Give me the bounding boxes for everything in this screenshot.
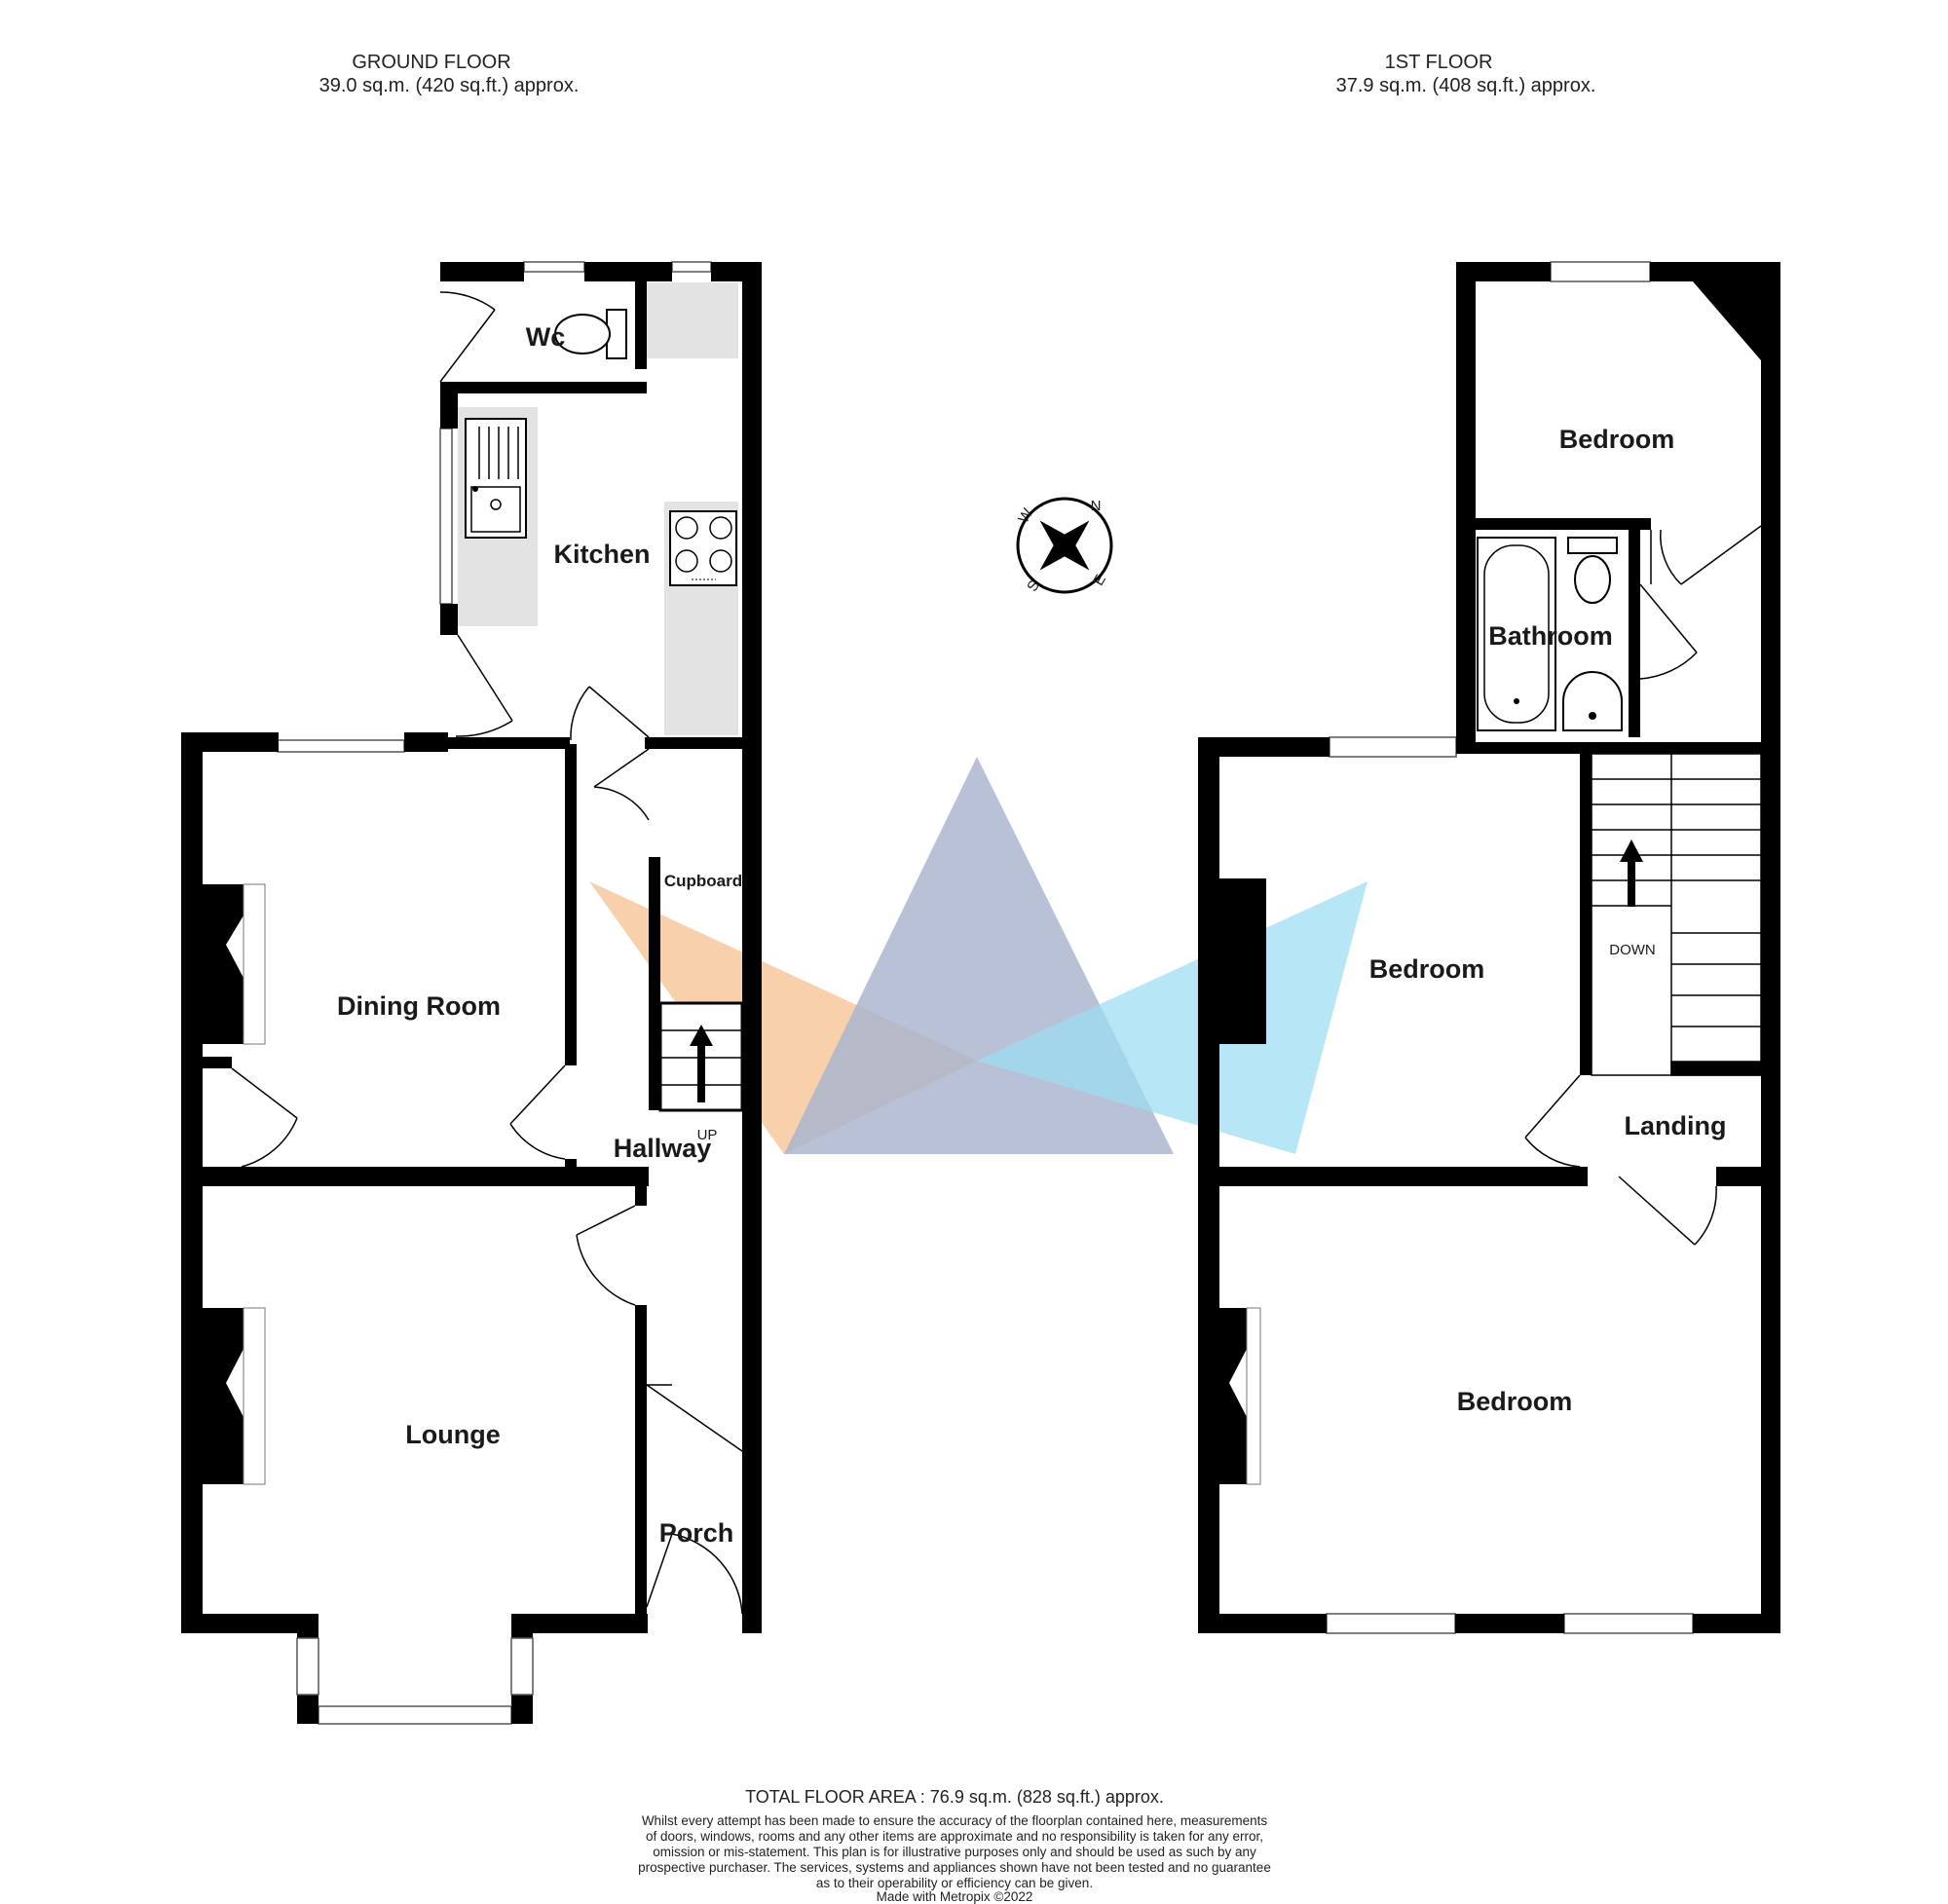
room-label-hallway: Hallway [614, 1134, 712, 1163]
bay-window-left [296, 1637, 319, 1696]
room-label-wc: Wc [526, 322, 566, 352]
disclaimer-line: as to their operability or efficiency ca… [816, 1876, 1093, 1890]
toilet-icon [554, 309, 627, 359]
toilet-icon [1567, 537, 1618, 604]
bay-window-front [318, 1705, 512, 1725]
first-floor-walls [1198, 262, 1780, 1633]
wc-window [523, 261, 585, 273]
stairs-up [658, 1001, 744, 1112]
disclaimer-line: prospective purchaser. The services, sys… [638, 1860, 1271, 1875]
ground-floor-doors [231, 291, 743, 1615]
disclaimer-line: Made with Metropix ©2022 [877, 1889, 1033, 1904]
compass-icon: N E S W [1015, 497, 1113, 594]
room-label-bedroom-front: Bedroom [1457, 1387, 1573, 1416]
kitchen-top-window [671, 261, 712, 273]
stairs-down-label: DOWN [1609, 942, 1656, 958]
room-label-kitchen: Kitchen [553, 540, 650, 569]
stairs-up-label: UP [697, 1127, 718, 1143]
ground-floor-area: 39.0 sq.m. (420 sq.ft.) approx. [319, 75, 580, 96]
kitchen-store [645, 282, 738, 358]
total-floor-area: TOTAL FLOOR AREA : 76.9 sq.m. (828 sq.ft… [745, 1787, 1164, 1807]
room-label-lounge: Lounge [405, 1420, 500, 1449]
room-label-landing: Landing [1625, 1111, 1727, 1140]
ground-floor-title: GROUND FLOOR [352, 52, 510, 73]
first-floor-plan: Bedroom Bathroom Bedroom DOWN Landing Be… [1198, 261, 1780, 1634]
room-label-cupboard: Cupboard [664, 872, 742, 890]
room-label-dining: Dining Room [337, 991, 501, 1021]
stairs-down [1591, 753, 1762, 1076]
sink-icon [465, 418, 527, 539]
disclaimer-line: of doors, windows, rooms and any other i… [646, 1829, 1263, 1844]
front-bedroom-window-right [1563, 1613, 1694, 1634]
first-floor-title: 1ST FLOOR [1385, 52, 1493, 73]
disclaimer: Whilst every attempt has been made to en… [638, 1813, 1271, 1904]
room-label-porch: Porch [659, 1518, 734, 1548]
compass-north: N [1091, 498, 1102, 514]
room-label-bedroom-rear: Bedroom [1559, 425, 1675, 454]
basin-icon [1562, 671, 1623, 731]
first-floor-doors [1524, 525, 1762, 1246]
ground-floor-walls [181, 262, 762, 1724]
compass-west: W [1015, 505, 1036, 526]
disclaimer-line: Whilst every attempt has been made to en… [642, 1813, 1268, 1828]
room-label-bedroom-middle: Bedroom [1369, 954, 1485, 984]
stairs-arrow-icon [1620, 840, 1643, 907]
disclaimer-line: omission or mis-statement. This plan is … [653, 1845, 1256, 1859]
bay-window-right [510, 1637, 534, 1696]
hob-icon [669, 510, 737, 586]
room-label-bathroom: Bathroom [1488, 621, 1613, 651]
dining-window [277, 739, 405, 753]
ground-floor-plan: Wc Kitchen Cupboard Dining Room UP Hallw… [181, 261, 762, 1725]
watermark-logo [589, 757, 1367, 1154]
kitchen-side-window [439, 428, 453, 605]
first-floor-area: 37.9 sq.m. (408 sq.ft.) approx. [1336, 75, 1596, 96]
stairs-arrow-icon [690, 1025, 713, 1102]
front-bedroom-window-left [1326, 1613, 1456, 1634]
rear-bedroom-window [1550, 261, 1651, 282]
middle-bedroom-window [1329, 736, 1457, 758]
